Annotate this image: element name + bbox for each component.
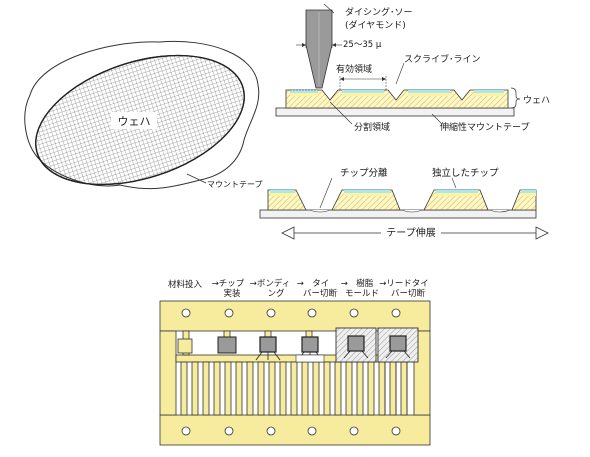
step-label: バー切断 xyxy=(303,288,338,299)
lead-tiebar-cut-stage xyxy=(377,327,419,415)
step-label: →リードタイ xyxy=(379,279,429,289)
step-label: モールド xyxy=(345,289,379,299)
independent-chip-label: 独立したチップ xyxy=(432,167,499,179)
step-label: → 樹脂 xyxy=(341,278,374,289)
step-labels: 材料投入 →チップ 実装 →ボンディ ング → タイ バー切断 → 樹脂 モール… xyxy=(168,278,429,299)
saw-label-line1: ダイシング･ソー xyxy=(345,6,413,18)
saw-label-line2: (ダイヤモンド) xyxy=(345,19,406,31)
sprocket-holes-bottom xyxy=(181,426,401,436)
lead-frame xyxy=(159,300,431,446)
mount-tape-label: マウントテープ xyxy=(207,180,263,189)
step-label: → タイ xyxy=(297,279,330,289)
sprocket-holes-top xyxy=(181,308,401,318)
step-label: ング xyxy=(267,288,285,299)
wafer-label: ウェハ xyxy=(118,115,151,128)
resin-mold-stage xyxy=(335,327,377,363)
leadframe-illustration: 材料投入 →チップ 実装 →ボンディ ング → タイ バー切断 → 樹脂 モール… xyxy=(159,278,431,446)
tiebar-cut-stage xyxy=(295,336,325,363)
chip-layers xyxy=(290,89,504,96)
separation-illustration: チップ分離 独立したチップ テープ伸展 xyxy=(259,167,549,240)
division-area-label: 分割領域 xyxy=(354,121,390,133)
step-label: バー切断 xyxy=(391,288,426,299)
chip-mount-stage xyxy=(217,336,237,354)
step-label: →ボンディ xyxy=(250,278,291,289)
step-label: 材料投入 xyxy=(168,279,203,290)
wafer-illustration: ウェハ マウントテープ xyxy=(24,40,263,190)
saw-width-label: 25～35 μ xyxy=(343,40,382,50)
chip-separation-label: チップ分離 xyxy=(340,167,388,179)
wafer-side-label: ウェハ xyxy=(523,95,550,106)
dicing-illustration: ダイシング･ソー (ダイヤモンド) 25～35 μ 有効領域 xyxy=(275,3,550,133)
separated-chips xyxy=(267,189,537,211)
step-label: 実装 xyxy=(223,288,241,299)
tape-stretch-label: テープ伸展 xyxy=(386,227,435,239)
effective-area-label: 有効領域 xyxy=(336,63,372,75)
mount-tape-strip xyxy=(275,107,515,117)
bonding-stage xyxy=(255,336,281,361)
step-label: →チップ xyxy=(212,279,245,289)
scribe-line-label: スクライブ･ライン xyxy=(404,53,481,65)
stretch-tape-label: 伸縮性マウントテープ xyxy=(440,121,529,133)
